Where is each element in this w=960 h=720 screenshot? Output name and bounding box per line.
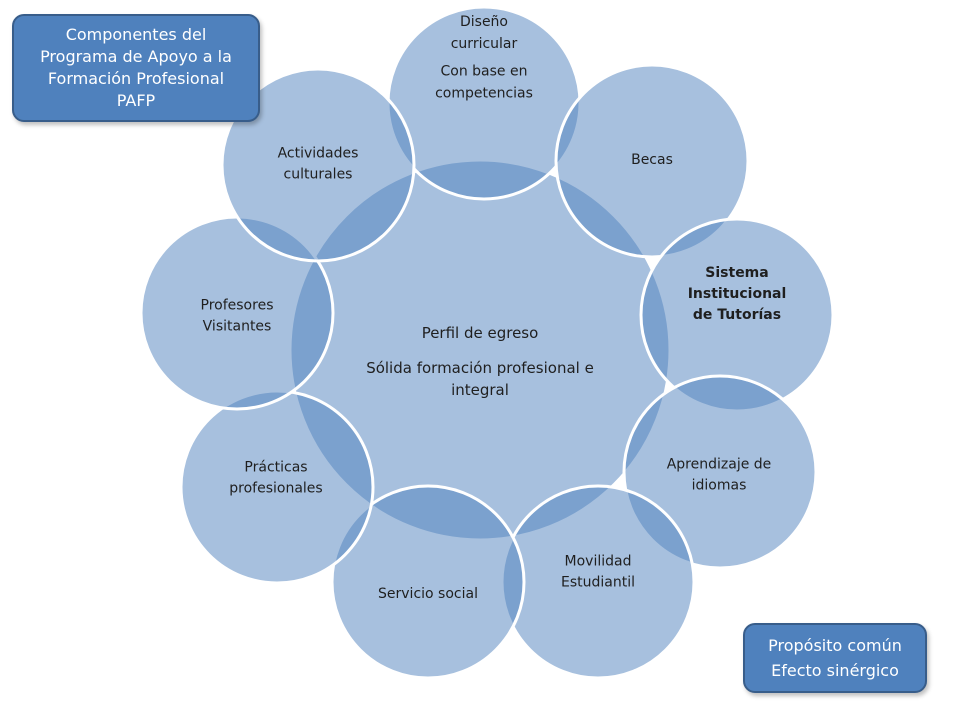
component-label-line: Movilidad [565, 554, 632, 570]
component-label-line: Profesores [201, 298, 274, 314]
component-label-line: Aprendizaje de [667, 457, 772, 473]
component-label-line: Becas [631, 152, 673, 168]
title-line: Formación Profesional [47, 69, 225, 88]
component-label-line: Institucional [688, 286, 787, 302]
component-label: Prácticas profesionales [229, 460, 322, 497]
component-label-line: competencias [435, 86, 533, 102]
component-label-line: profesionales [229, 481, 322, 497]
center-text-line: Sólida formación profesional e [366, 359, 594, 377]
component-label: Actividades culturales [278, 146, 359, 183]
component-label-line: de Tutorías [693, 307, 781, 323]
title-box: Componentes del Programa de Apoyo a la F… [12, 14, 260, 122]
component-label: Becas [631, 152, 673, 168]
component-circle [220, 67, 416, 263]
component-circle [330, 484, 526, 680]
component-label-line: culturales [284, 167, 353, 183]
purpose-line: Efecto sinérgico [771, 661, 899, 680]
purpose-line: Propósito común [768, 636, 902, 655]
component-label-line: Estudiantil [561, 575, 635, 591]
component-circle [554, 63, 750, 259]
component-label-line: Diseño [460, 14, 508, 30]
component-label-line: Prácticas [244, 460, 307, 476]
title-line: Componentes del [65, 25, 207, 44]
center-heading: Perfil de egreso [422, 324, 539, 342]
component-label-line: curricular [451, 36, 518, 52]
component-label-line: Actividades [278, 146, 359, 162]
center-text-line: integral [451, 381, 509, 399]
component-label: Aprendizaje de idiomas [667, 457, 772, 494]
component-label-line: idiomas [692, 478, 747, 494]
component-label-line: Visitantes [203, 319, 272, 335]
component-label-line: Con base en [441, 64, 528, 80]
title-line: PAFP [116, 91, 156, 110]
component-label-line: Servicio social [378, 586, 478, 602]
component-label: Servicio social [378, 586, 478, 602]
component-label-line: Sistema [705, 265, 768, 281]
purpose-box: Propósito común Efecto sinérgico [743, 623, 927, 693]
title-line: Programa de Apoyo a la [40, 47, 232, 66]
